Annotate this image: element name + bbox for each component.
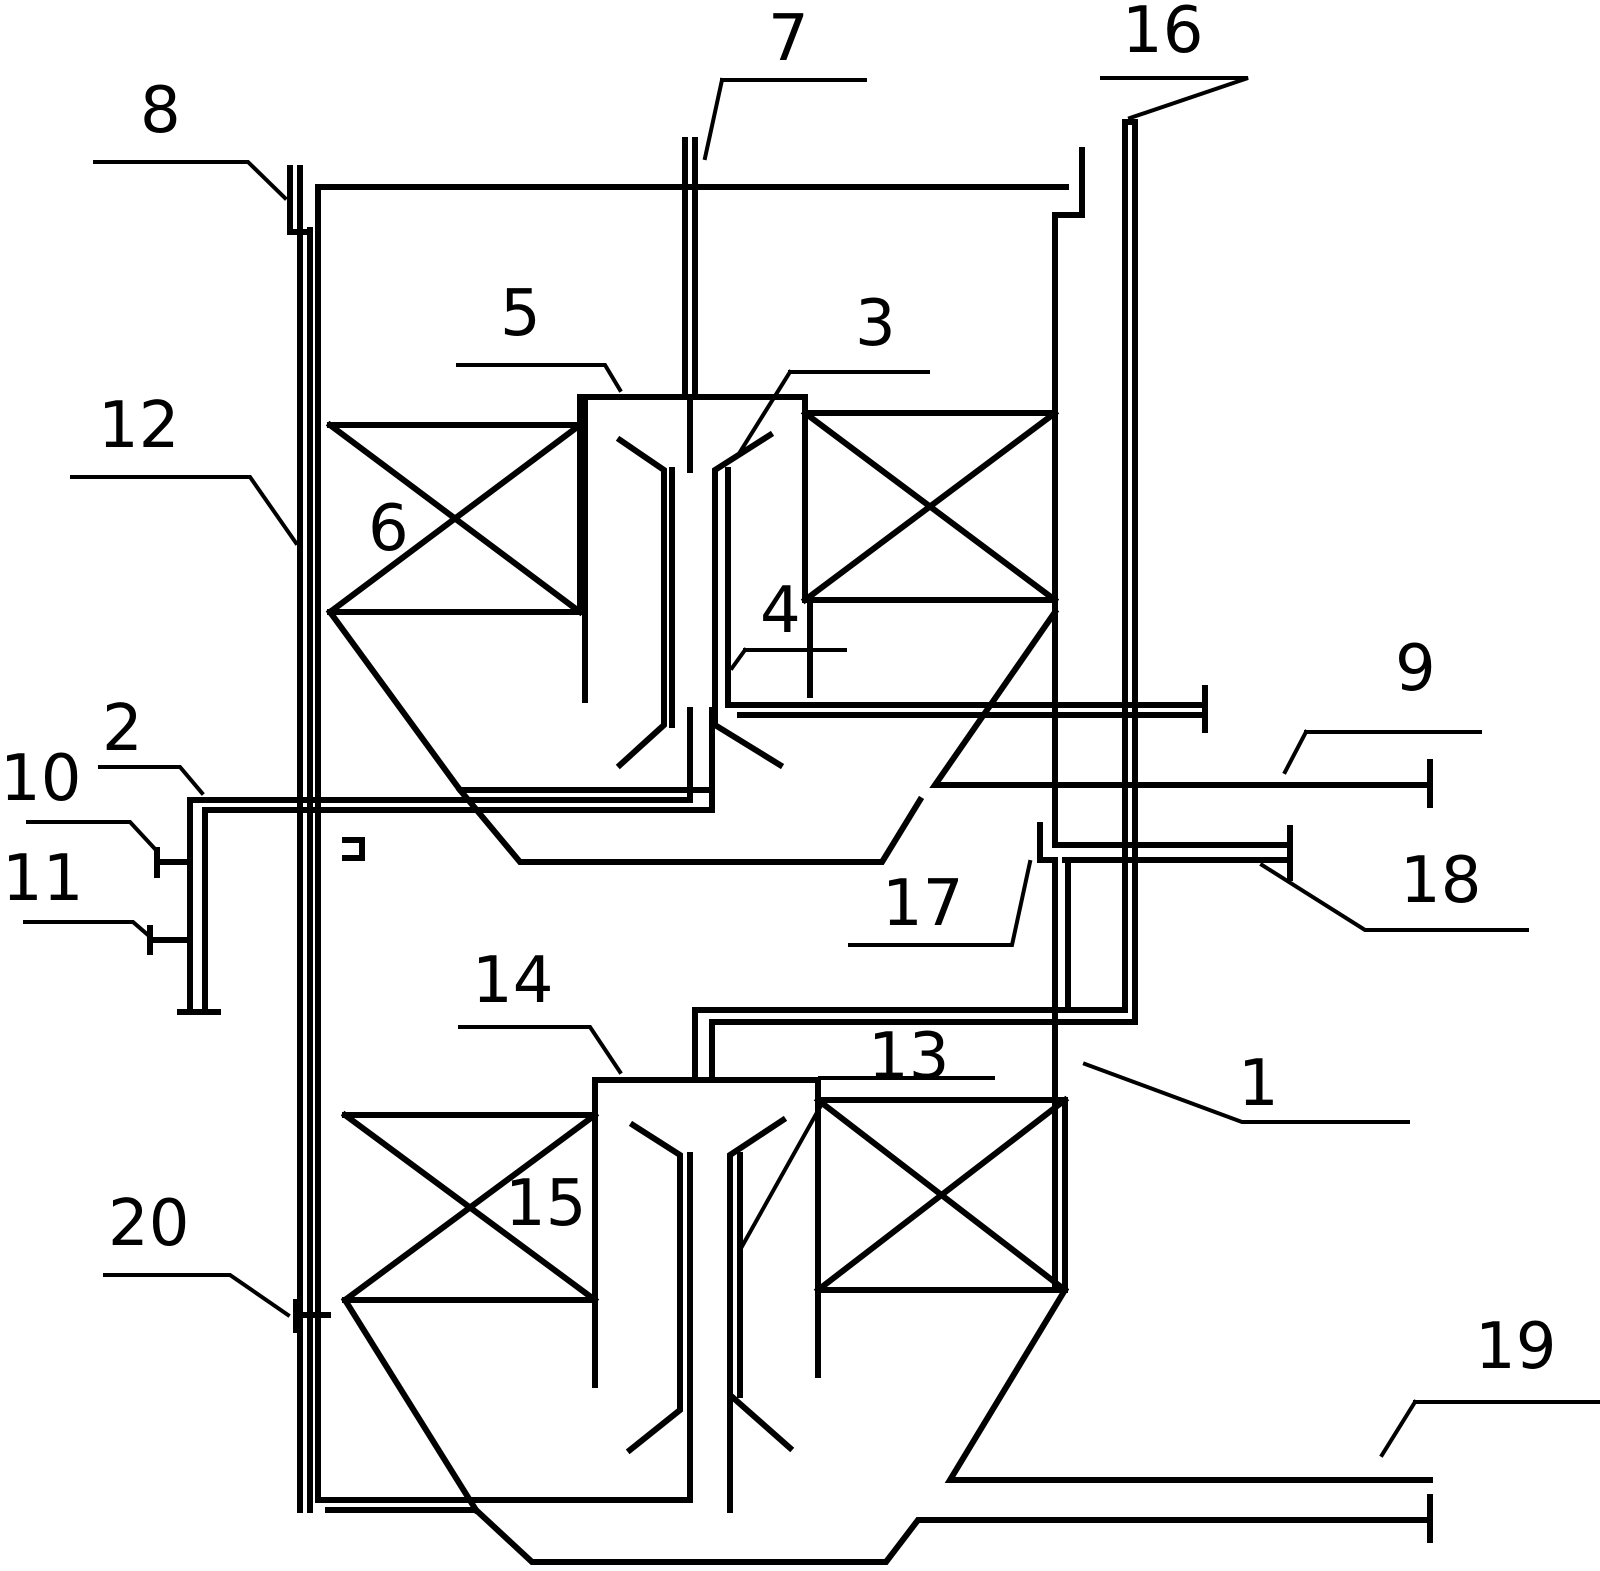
lower-packing-right <box>813 1095 1070 1295</box>
label-5: 5 <box>500 277 541 351</box>
label-11: 11 <box>2 842 83 916</box>
label-2: 2 <box>102 692 143 766</box>
label-3: 3 <box>855 287 896 361</box>
label-19: 19 <box>1475 1310 1556 1384</box>
feed-pipe <box>147 797 715 1015</box>
label-10: 10 <box>0 742 81 816</box>
label-20: 20 <box>108 1187 189 1261</box>
upper-packing-left <box>325 420 585 617</box>
label-14: 14 <box>472 944 553 1018</box>
label-4: 4 <box>760 574 801 648</box>
vessel-shell <box>287 147 1433 1565</box>
label-18: 18 <box>1400 844 1481 918</box>
upper-hopper <box>325 607 1433 865</box>
label-6: 6 <box>368 492 409 566</box>
leader-lines <box>23 76 1600 1458</box>
label-16: 16 <box>1122 0 1203 68</box>
lower-packing-left <box>340 1110 600 1305</box>
lower-hopper <box>293 1285 1433 1515</box>
label-8: 8 <box>140 74 181 148</box>
recycle-pipe <box>1037 822 1293 1013</box>
label-1: 1 <box>1238 1047 1279 1121</box>
label-17: 17 <box>882 867 963 941</box>
upper-packing-right <box>800 408 1060 605</box>
riser-pipe <box>692 119 1138 1083</box>
label-15: 15 <box>505 1167 586 1241</box>
label-7: 7 <box>768 2 809 76</box>
label-12: 12 <box>98 389 179 463</box>
lower-separator <box>315 1077 827 1513</box>
label-9: 9 <box>1395 632 1436 706</box>
label-13: 13 <box>868 1020 949 1094</box>
